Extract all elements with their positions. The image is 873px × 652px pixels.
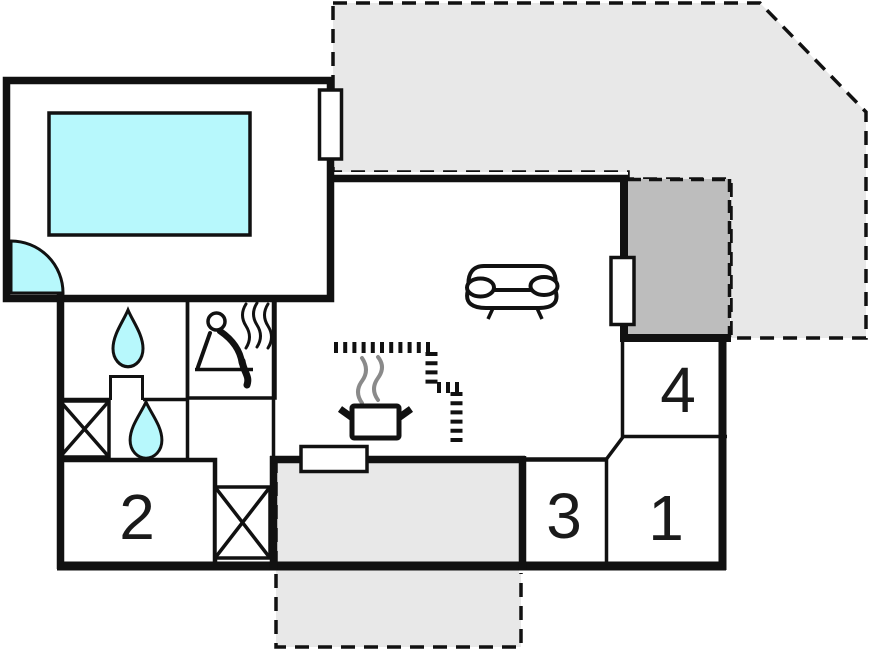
sofa-icon xyxy=(465,264,560,320)
heat-waves-icon xyxy=(241,301,273,350)
room-1-label: 1 xyxy=(648,482,684,554)
terrace-bottom xyxy=(274,458,523,649)
windows xyxy=(299,88,636,474)
window-icon xyxy=(317,88,344,161)
door-niche xyxy=(109,375,144,400)
door-swing-icon xyxy=(9,239,65,295)
pool-icon xyxy=(47,111,252,237)
room-top-left-walls xyxy=(2,76,335,303)
cooking-pot-icon xyxy=(337,403,414,441)
wardrobe-cross-icon xyxy=(213,485,272,560)
kitchen-counter-dashes xyxy=(334,342,464,446)
window-icon xyxy=(299,444,369,474)
terrace-top-right xyxy=(331,1,868,340)
room-3-label: 3 xyxy=(546,480,582,552)
window-icon xyxy=(609,255,636,327)
room-2-label: 2 xyxy=(119,481,155,553)
water-drop-icon xyxy=(111,306,145,369)
room-4-label: 4 xyxy=(660,354,696,426)
room-labels: 2 3 1 4 xyxy=(119,354,696,554)
wardrobe-cross-icon xyxy=(58,399,111,459)
steam-icon xyxy=(356,355,384,405)
sauna-person-icon xyxy=(195,311,253,389)
covered-terrace xyxy=(628,177,732,337)
exterior-walls xyxy=(2,76,731,571)
